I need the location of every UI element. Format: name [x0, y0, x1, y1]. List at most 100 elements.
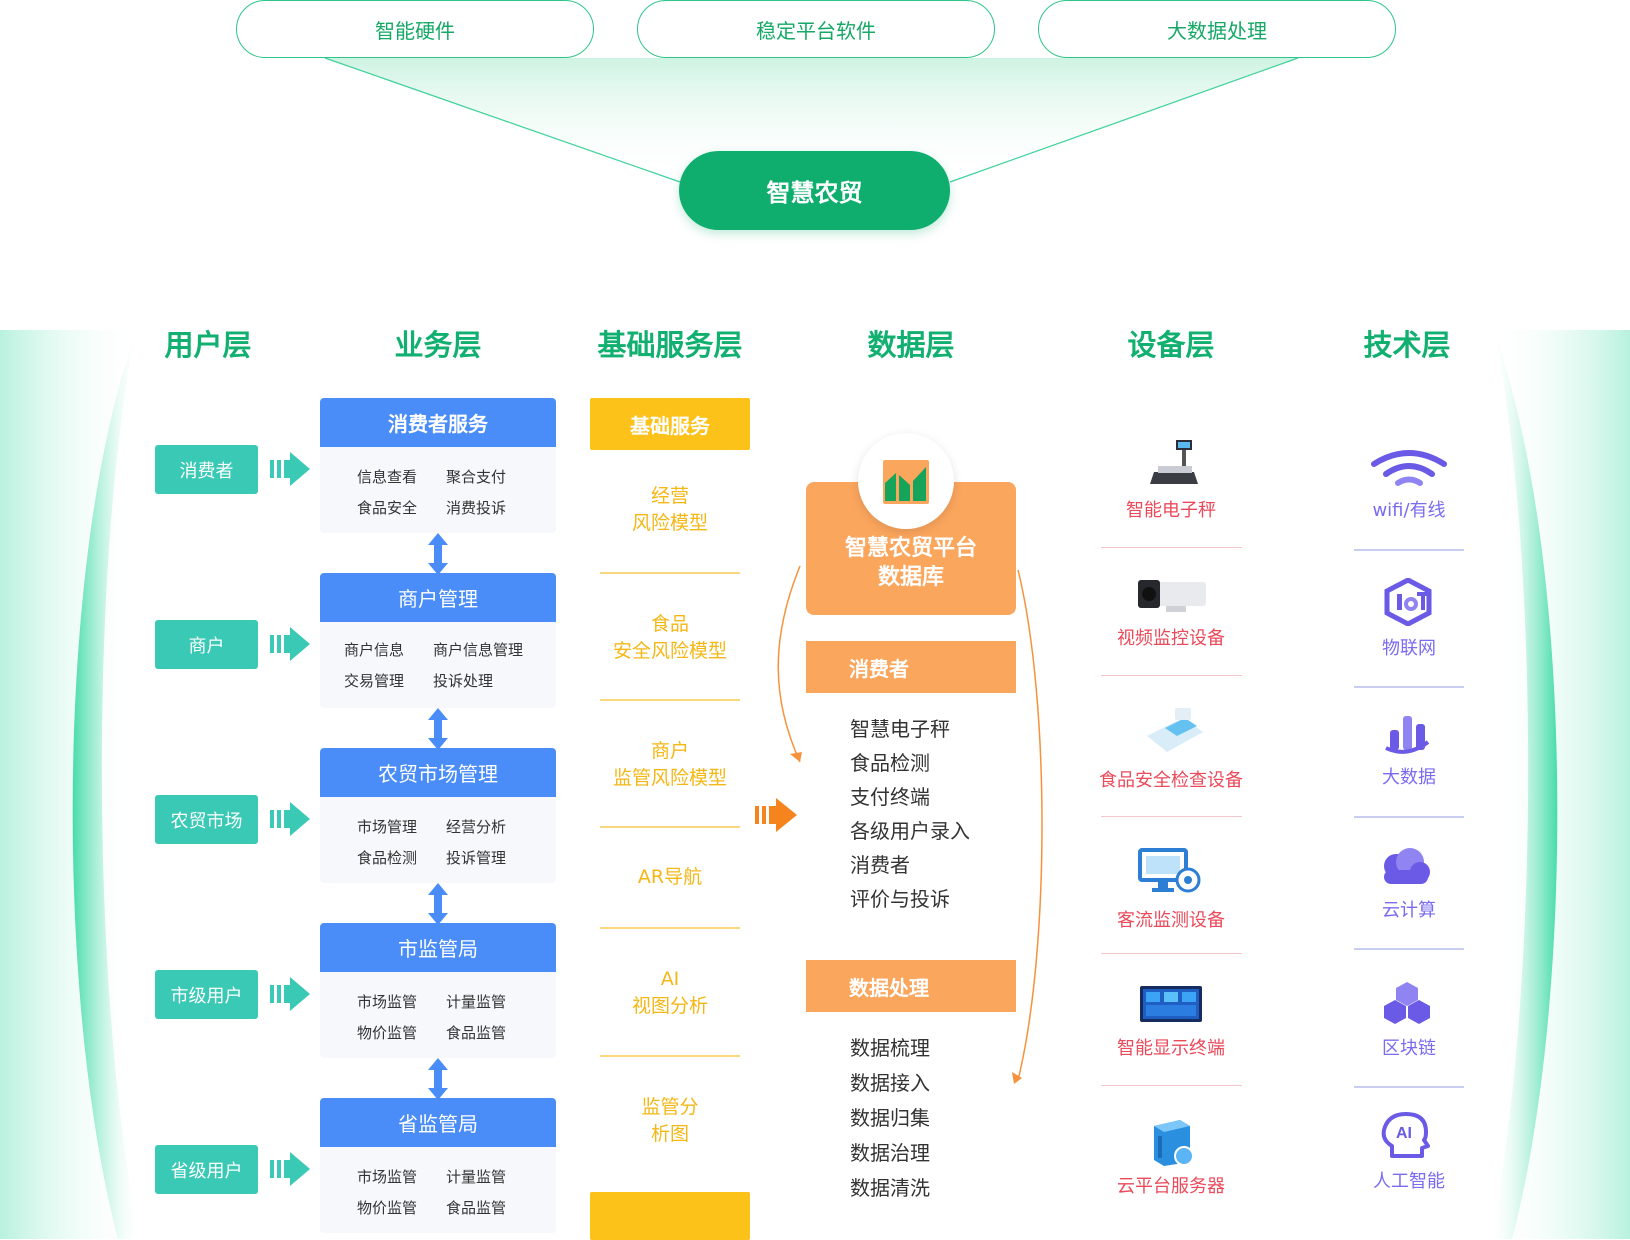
- tech-label: 大数据: [1382, 767, 1436, 788]
- data-item: 数据归集: [850, 1106, 930, 1130]
- device-divider: [1101, 547, 1242, 548]
- teal-arrow-icon: [270, 627, 310, 661]
- biz-item: 市场管理: [357, 818, 418, 836]
- iot-icon: [1384, 578, 1432, 626]
- base-item-supervision-chart: 监管分析图: [590, 1094, 750, 1148]
- biz-item: 物价监管: [357, 1199, 418, 1217]
- biz-card-merchant: 商户管理 商户信息 商户信息管理 交易管理 投诉处理: [320, 573, 556, 708]
- biz-card-title: 农贸市场管理: [320, 748, 556, 797]
- device-label: 视频监控设备: [1117, 628, 1225, 649]
- biz-item: 商户信息管理: [433, 641, 524, 659]
- user-box-city: 市级用户: [155, 970, 258, 1019]
- biz-item: 食品监管: [446, 1024, 507, 1042]
- device-divider: [1101, 953, 1242, 954]
- biz-card-province-bureau: 省监管局 市场监管 计量监管 物价监管 食品监管: [320, 1098, 556, 1233]
- traffic-monitor-icon: [1138, 848, 1201, 893]
- biz-item: 计量监管: [446, 993, 507, 1011]
- tech-label: 人工智能: [1373, 1171, 1445, 1192]
- bar-chart-icon: [883, 460, 929, 504]
- database-logo: [858, 433, 954, 529]
- biz-item: 投诉处理: [433, 672, 494, 690]
- funnel-right-line: [949, 57, 1299, 183]
- biz-card-market: 农贸市场管理 市场管理 经营分析 食品检测 投诉管理: [320, 748, 556, 883]
- biz-item: 食品监管: [446, 1199, 507, 1217]
- top-pill-software: 稳定平台软件: [637, 0, 995, 58]
- base-divider: [600, 826, 740, 828]
- layer-header-base: 基础服务层: [597, 328, 743, 362]
- data-item: 食品检测: [850, 751, 930, 775]
- data-section-consumer: 消费者: [806, 641, 1016, 693]
- device-label: 智能电子秤: [1126, 500, 1216, 521]
- left-glow: [0, 330, 140, 1239]
- curve-arrow-left: [777, 565, 801, 763]
- double-arrow-icon: [428, 533, 448, 575]
- teal-arrow-icon: [270, 452, 310, 486]
- top-pill-label: 大数据处理: [1167, 18, 1267, 43]
- biz-item: 聚合支付: [446, 468, 507, 486]
- curve-arrow-right-head: [1012, 1072, 1022, 1084]
- tech-divider: [1354, 816, 1464, 818]
- base-item-line: 食品: [650, 613, 689, 635]
- blockchain-icon: [1384, 982, 1430, 1024]
- tech-divider: [1354, 549, 1464, 551]
- orange-arrow-icon: [755, 798, 797, 832]
- layer-header-data: 数据层: [867, 328, 955, 362]
- base-item-line: 安全风险模型: [612, 640, 727, 662]
- top-pill-bigdata: 大数据处理: [1038, 0, 1396, 58]
- data-item: 数据梳理: [850, 1036, 930, 1060]
- device-label: 智能显示终端: [1117, 1038, 1225, 1059]
- base-item-ar-navigation: AR导航: [590, 864, 750, 891]
- device-label: 食品安全检查设备: [1099, 770, 1243, 791]
- biz-card-city-bureau: 市监管局 市场监管 计量监管 物价监管 食品监管: [320, 923, 556, 1058]
- layer-header-user: 用户层: [164, 328, 252, 362]
- base-item-line: AI: [660, 968, 680, 990]
- tech-label: wifi/有线: [1372, 500, 1446, 521]
- tech-divider: [1354, 686, 1464, 688]
- base-service-footer: [590, 1192, 750, 1240]
- biz-card-consumer-service: 消费者服务 信息查看 聚合支付 食品安全 消费投诉: [320, 398, 556, 533]
- device-divider: [1101, 816, 1242, 817]
- funnel-shape: [325, 58, 1298, 185]
- top-pill-label: 智能硬件: [375, 18, 455, 43]
- funnel-left-line: [324, 57, 681, 183]
- base-item-food-safety-risk: 食品安全风险模型: [590, 611, 750, 665]
- ai-icon: AI: [1381, 1112, 1430, 1158]
- electronic-scale-icon: [1150, 440, 1198, 484]
- teal-arrow-icon: [270, 802, 310, 836]
- cloud-server-icon: [1154, 1120, 1194, 1166]
- biz-card-title: 商户管理: [320, 573, 556, 622]
- biz-item: 市场监管: [357, 1168, 418, 1186]
- tech-label: 物联网: [1382, 638, 1436, 659]
- base-item-merchant-risk: 商户监管风险模型: [590, 738, 750, 792]
- teal-arrow-icon: [270, 1152, 310, 1186]
- data-item: 数据清洗: [850, 1176, 930, 1200]
- tech-label: 云计算: [1382, 900, 1436, 921]
- top-pill-hardware: 智能硬件: [236, 0, 594, 58]
- biz-item: 计量监管: [446, 1168, 507, 1186]
- base-item-line: 监管风险模型: [612, 767, 727, 789]
- base-divider: [600, 699, 740, 701]
- biz-item: 食品检测: [357, 849, 418, 867]
- biz-item: 信息查看: [357, 468, 418, 486]
- base-divider: [600, 1055, 740, 1057]
- biz-item: 商户信息: [344, 641, 405, 659]
- biz-item: 食品安全: [357, 499, 418, 517]
- biz-item: 交易管理: [344, 672, 405, 690]
- surveillance-camera-icon: [1138, 580, 1206, 612]
- base-item-line: 商户: [650, 740, 689, 762]
- data-section-processing: 数据处理: [806, 960, 1016, 1012]
- curve-arrow-left-head: [790, 752, 802, 762]
- double-arrow-icon: [428, 1058, 448, 1100]
- base-service-header: 基础服务: [590, 398, 750, 450]
- base-item-operation-risk: 经营风险模型: [590, 483, 750, 537]
- top-pill-label: 稳定平台软件: [756, 18, 876, 43]
- base-divider: [600, 572, 740, 574]
- data-item: 支付终端: [850, 785, 930, 809]
- base-item-line: 析图: [650, 1123, 689, 1145]
- wifi-icon: [1371, 450, 1447, 486]
- cloud-icon: [1384, 848, 1430, 884]
- big-data-icon: [1385, 716, 1430, 754]
- biz-item: 经营分析: [446, 818, 507, 836]
